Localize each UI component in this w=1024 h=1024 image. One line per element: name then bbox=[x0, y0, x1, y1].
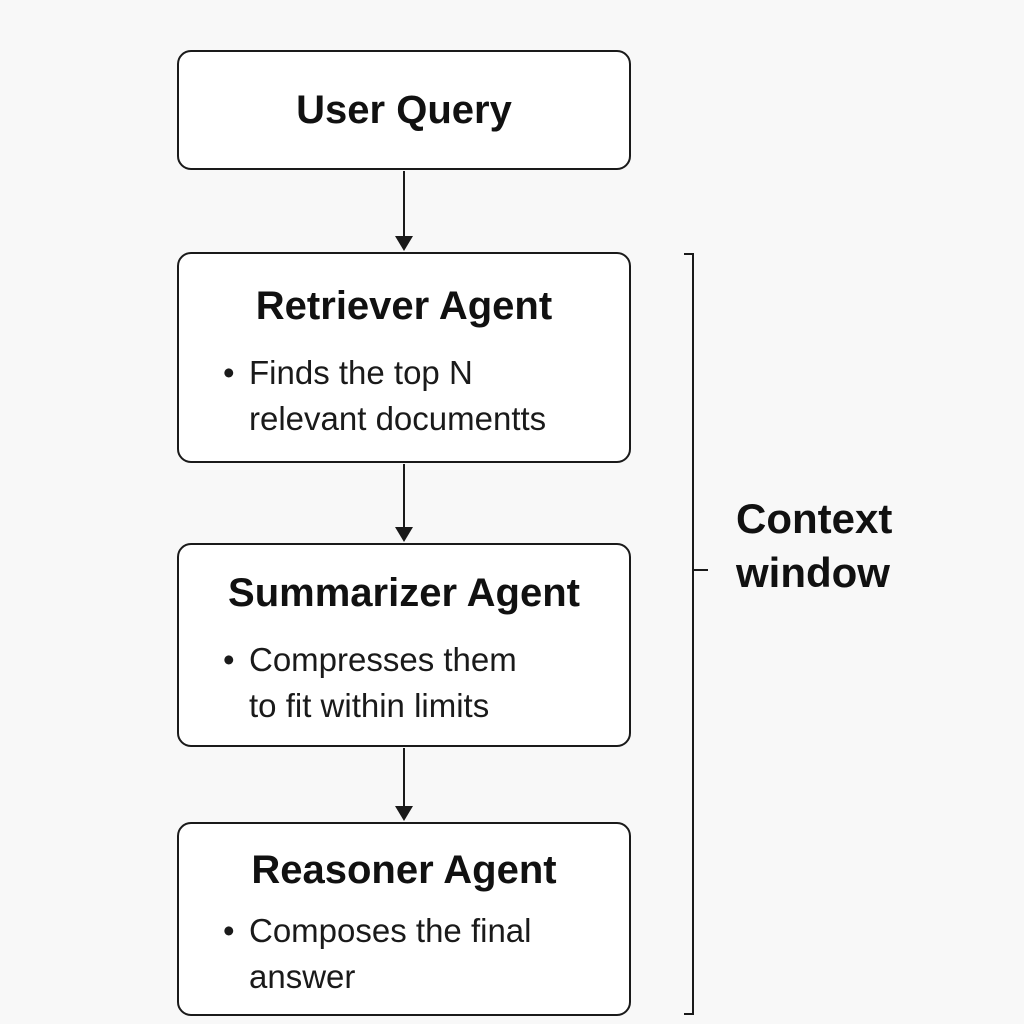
summarizer-agent-node: Summarizer Agent • Compresses them to fit… bbox=[177, 543, 631, 747]
context-window-label-line2: window bbox=[736, 549, 890, 596]
context-window-bracket-tick bbox=[694, 569, 708, 571]
retriever-bullet-line1: Finds the top N bbox=[249, 354, 473, 391]
summarizer-agent-title: Summarizer Agent bbox=[228, 571, 580, 615]
bullet-dot: • bbox=[223, 912, 235, 949]
arrowhead-query-to-retriever bbox=[395, 236, 413, 251]
reasoner-bullet-line2: answer bbox=[249, 958, 356, 995]
arrowhead-retriever-to-summarizer bbox=[395, 527, 413, 542]
user-query-node: User Query bbox=[177, 50, 631, 170]
retriever-agent-title: Retriever Agent bbox=[255, 284, 553, 328]
context-window-label: Context window bbox=[736, 492, 892, 600]
summarizer-bullet-line1: Compresses them bbox=[249, 641, 517, 678]
reasoner-agent-node: Reasoner Agent • Composes the final answe… bbox=[177, 822, 631, 1016]
retriever-agent-description: • Finds the top N relevant documentts bbox=[223, 350, 546, 442]
retriever-agent-node: Retriever Agent • Finds the top N relevan… bbox=[177, 252, 631, 463]
user-query-title: User Query bbox=[296, 88, 512, 132]
reasoner-agent-description: • Composes the final answer bbox=[223, 908, 531, 1000]
arrowhead-summarizer-to-reasoner bbox=[395, 806, 413, 821]
summarizer-agent-description: • Compresses them to fit within limits bbox=[223, 637, 517, 729]
summarizer-bullet-line2: to fit within limits bbox=[249, 687, 490, 724]
retriever-bullet-line2: relevant documentts bbox=[249, 400, 547, 437]
bullet-dot: • bbox=[223, 354, 235, 391]
reasoner-bullet-line1: Composes the final bbox=[249, 912, 532, 949]
context-window-label-line1: Context bbox=[736, 495, 893, 542]
bullet-dot: • bbox=[223, 641, 235, 678]
context-window-bracket bbox=[684, 253, 694, 1015]
reasoner-agent-title: Reasoner Agent bbox=[251, 848, 557, 892]
